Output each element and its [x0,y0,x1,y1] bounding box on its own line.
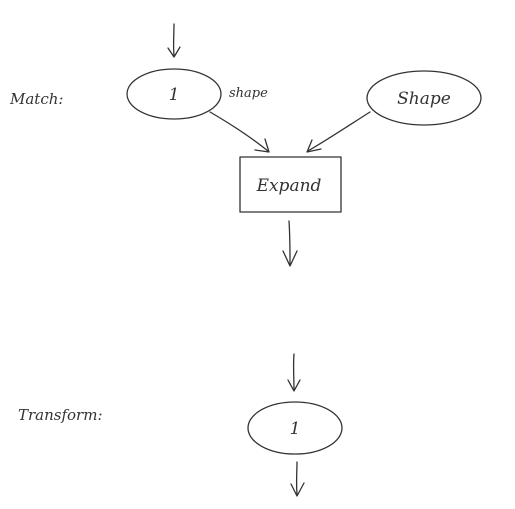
expand-op-label: Expand [256,176,322,196]
shape-node-ellipse [366,70,482,126]
transform-output-arrow [290,461,305,497]
transform-section-label: Transform: [18,406,103,424]
expand-op-box [239,156,342,213]
match-one-node-ellipse [126,68,222,120]
expand-output-arrow [282,220,298,267]
match-one-node: 1 [126,68,222,120]
shape-edge-label: shape [229,86,268,101]
shape-node: Shape [366,70,482,126]
transform-one-node-ellipse [247,401,343,455]
edge-one-to-expand [209,111,270,153]
transform-input-arrow [287,353,301,392]
edge-shape-to-expand [306,111,371,153]
input-arrow-into-one-node [167,23,181,58]
transform-one-node: 1 [247,401,343,455]
match-one-node-label: 1 [169,85,180,105]
expand-op-node: Expand [239,156,342,213]
match-section-label: Match: [9,90,63,108]
transform-one-node-label: 1 [290,419,301,439]
shape-node-label: Shape [397,89,451,109]
